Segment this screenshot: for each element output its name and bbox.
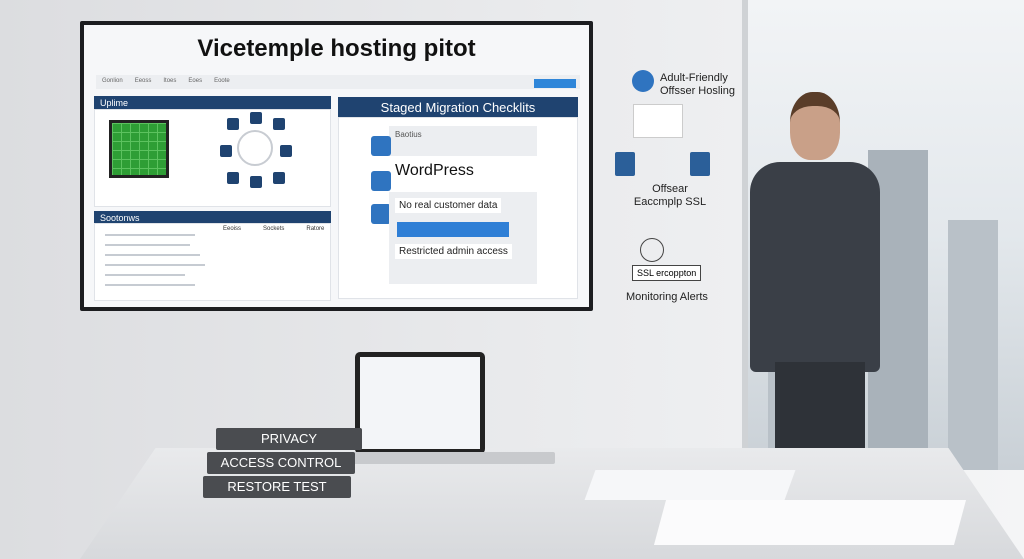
node-icon — [227, 118, 239, 130]
presenter-head — [790, 92, 840, 160]
column-header: Ratore — [306, 226, 325, 232]
node-icon — [250, 176, 262, 188]
text-line — [105, 254, 200, 256]
laptop — [355, 352, 485, 454]
book-privacy: PRIVACY — [216, 428, 362, 450]
document — [584, 470, 796, 500]
uptime-header: Uplime — [94, 96, 331, 110]
laptop-base — [340, 452, 555, 464]
node-icon — [273, 118, 285, 130]
presentation-display: Vicetemple hosting pitot Gonlion Eeoss I… — [80, 21, 593, 311]
presenter-legs — [775, 362, 865, 452]
sections-header: Sootonws — [94, 211, 331, 225]
presenter — [690, 92, 900, 452]
text-line — [105, 274, 185, 276]
checklist-admin: Restricted admin access — [395, 244, 512, 259]
slide-title: Vicetemple hosting pitot — [197, 35, 476, 62]
column-header: Eeoiss — [223, 226, 242, 232]
column-headers: Eeoiss Sockets Ratore — [223, 226, 324, 232]
nav-item: Eeoss — [134, 78, 152, 84]
nav-item: Gonlion — [102, 78, 123, 84]
checklist-header: Staged Migration Checklits — [338, 97, 578, 117]
node-icon — [250, 112, 262, 124]
checklist-no-data: No real customer data — [395, 198, 502, 213]
hosting-label: Adult-Friendly Offsser Hosling — [660, 72, 735, 98]
monitor-icon — [371, 136, 391, 156]
lock-icon — [640, 238, 664, 262]
node-icon — [220, 145, 232, 157]
text-line — [105, 234, 195, 236]
column-header: Sockets — [263, 226, 285, 232]
book-restore-test: RESTORE TEST — [203, 476, 351, 498]
network-diagram — [237, 130, 273, 166]
book-access-control: ACCESS CONTROL — [207, 452, 355, 474]
wordpress-label: WordPress — [395, 162, 474, 179]
ssl-label: Offsear Eaccmplp SSL — [633, 183, 707, 209]
nav-item: Eoote — [214, 78, 230, 84]
document — [653, 500, 967, 545]
nav-item: Itoes — [163, 78, 177, 84]
laptop-screen — [360, 357, 480, 449]
text-line — [105, 244, 190, 246]
calendar-icon — [371, 204, 391, 224]
list-icon — [371, 171, 391, 191]
checklist-panel: Baotius WordPress No real customer data … — [338, 117, 578, 299]
ssl-badge: SSL ercoppton — [632, 265, 702, 281]
server-icon — [690, 152, 710, 176]
presenter-suit — [750, 162, 880, 372]
text-line — [105, 264, 205, 266]
sections-panel: Eeoiss Sockets Ratore — [94, 223, 331, 301]
node-icon — [273, 172, 285, 184]
nav-item: Eoes — [188, 78, 203, 84]
slide-nav-button — [534, 79, 576, 88]
checklist-item: Baotius — [389, 126, 537, 156]
document-icon — [633, 104, 683, 138]
progress-bar — [397, 222, 509, 237]
building — [948, 220, 998, 470]
slide-nav: Gonlion Eeoss Itoes Eoes Eoote — [96, 75, 580, 89]
slide: Vicetemple hosting pitot Gonlion Eeoss I… — [84, 25, 589, 307]
plus-icon — [632, 70, 654, 92]
uptime-panel — [94, 109, 331, 207]
node-icon — [227, 172, 239, 184]
server-icon — [615, 152, 635, 176]
uptime-heatmap — [109, 120, 169, 178]
node-icon — [280, 145, 292, 157]
monitoring-label: Monitoring Alerts — [626, 291, 708, 303]
text-line — [105, 284, 195, 286]
